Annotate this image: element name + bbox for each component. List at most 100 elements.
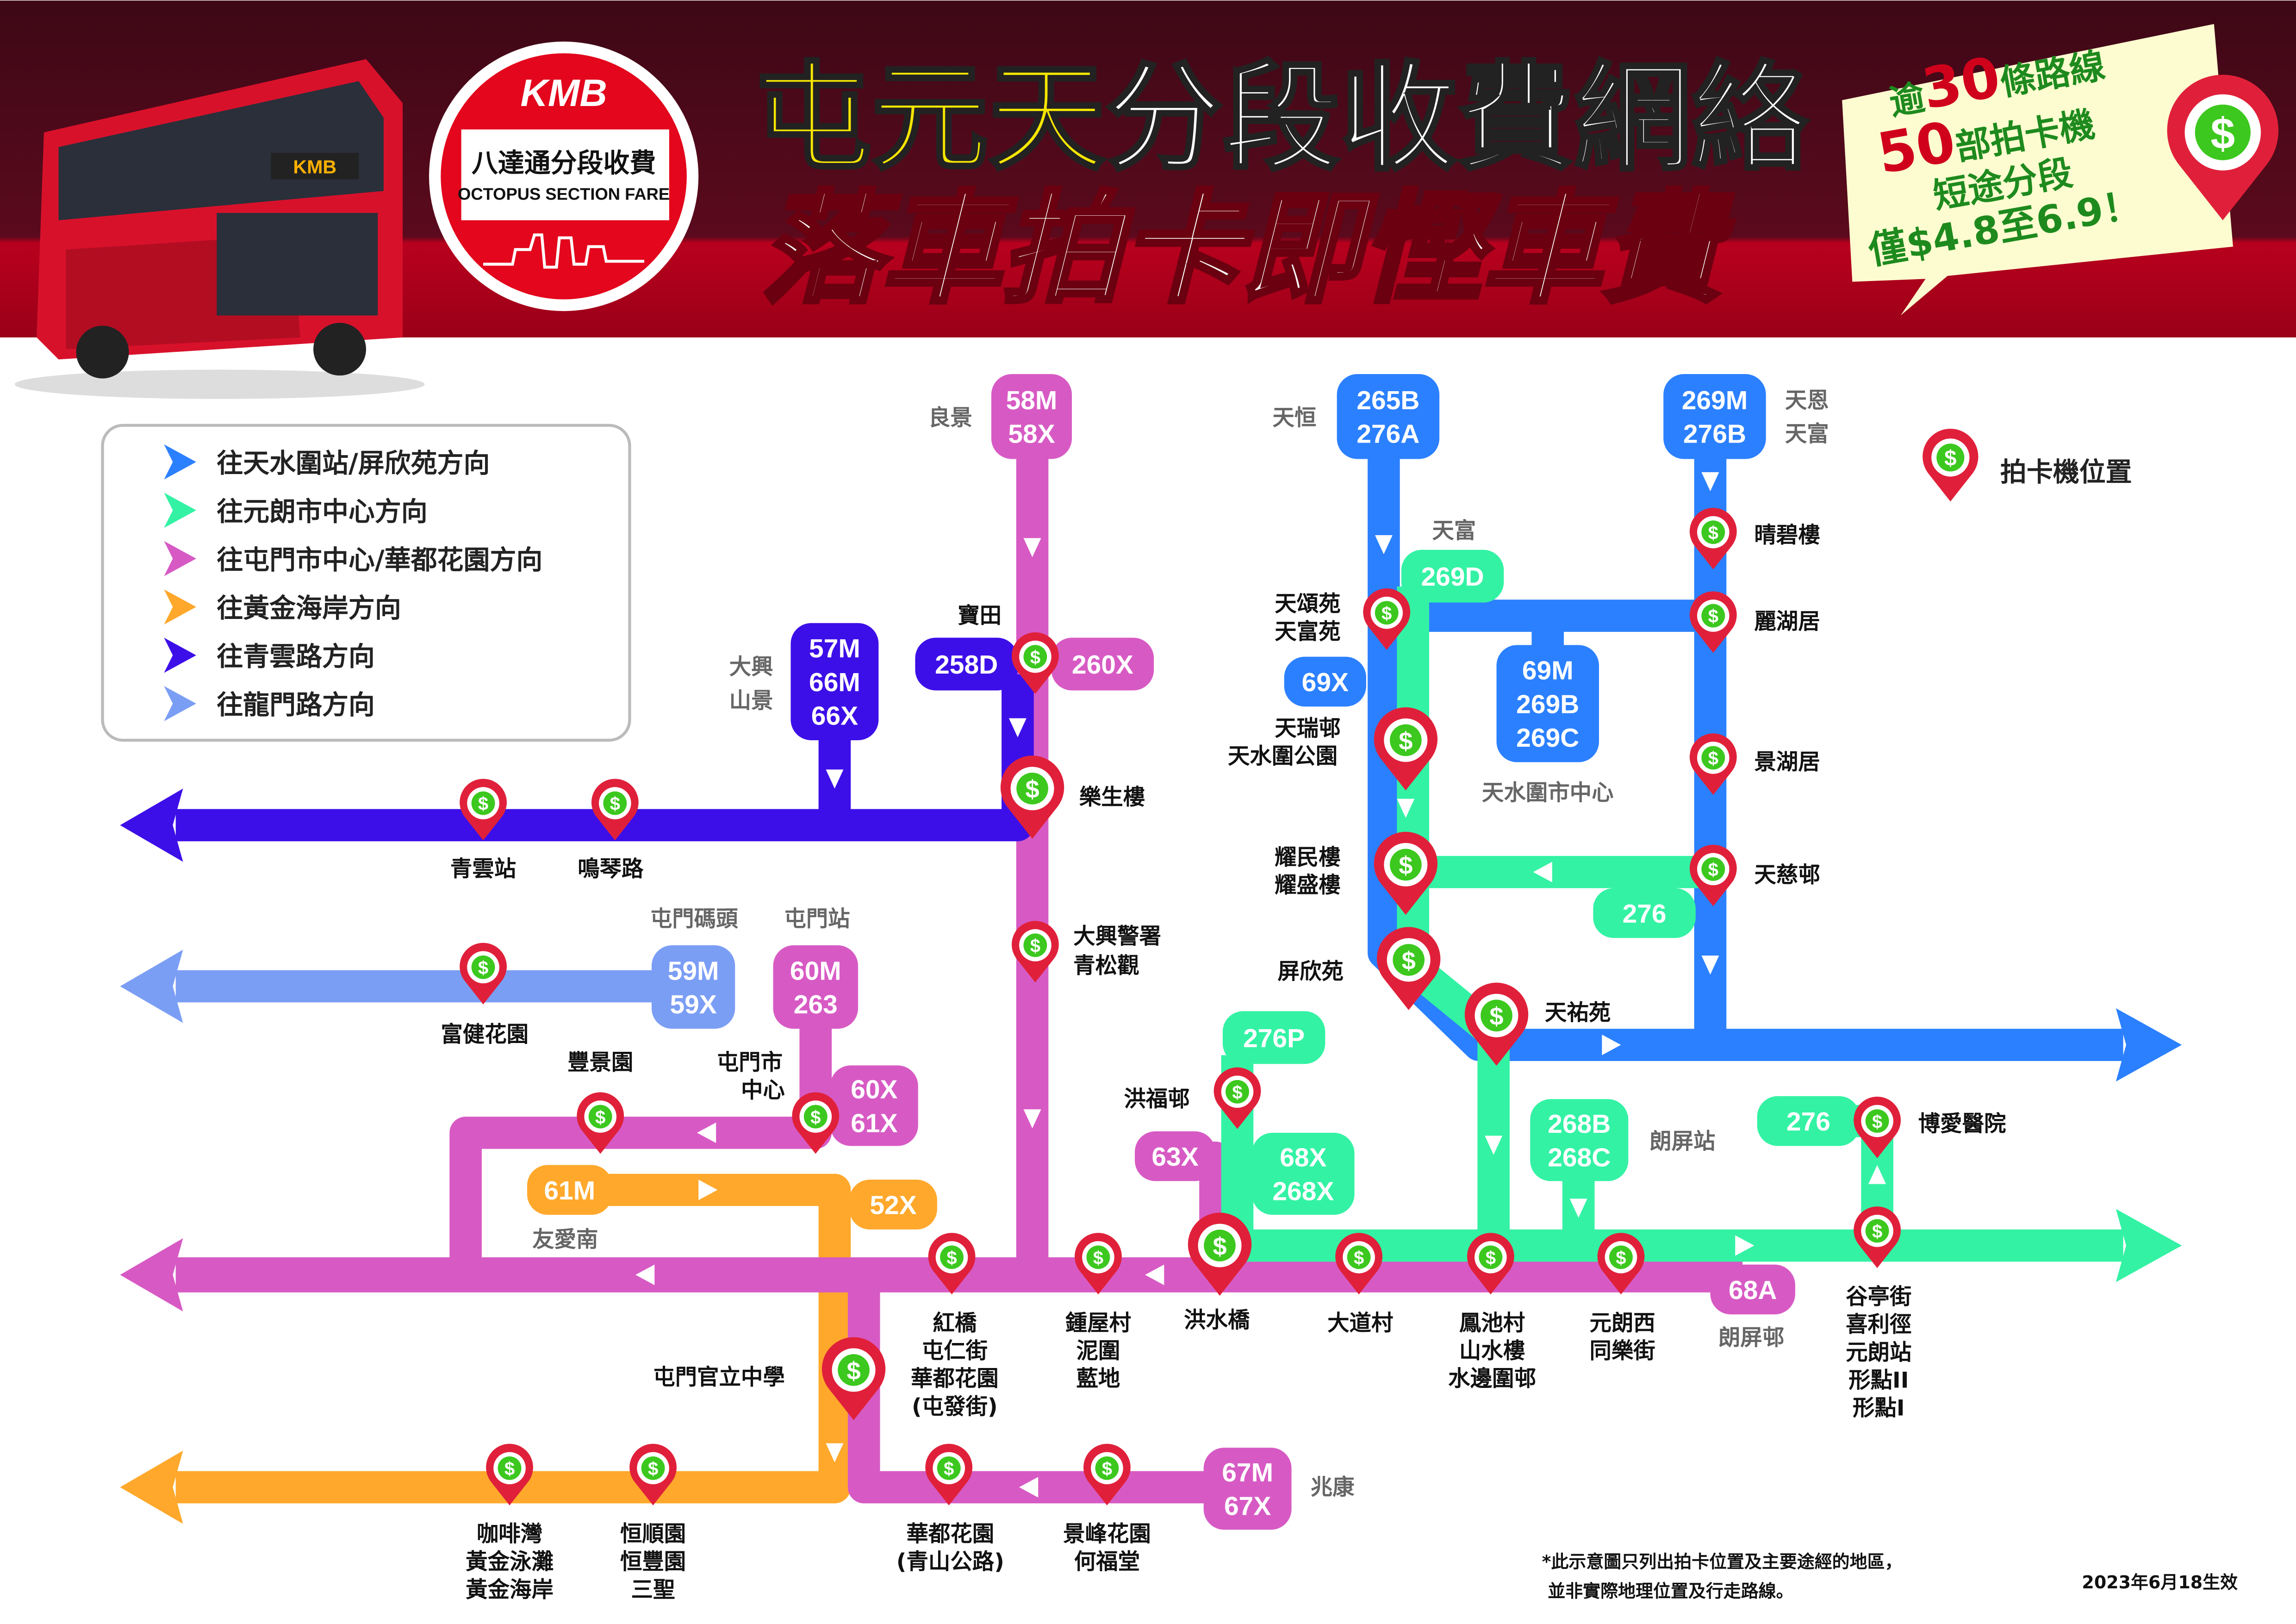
route-number: 276B: [1683, 419, 1746, 449]
station-label: 天慈邨: [1754, 862, 1820, 888]
route-badge-61m[interactable]: 61M: [527, 1165, 612, 1215]
route-badge-background: [1337, 374, 1440, 459]
line-end-arrows: [120, 788, 2182, 1524]
route-badge-background: [773, 945, 859, 1029]
station-label: 鍾屋村: [1065, 1311, 1131, 1336]
station-label: 華都花園: [911, 1366, 999, 1392]
direction-arrow-icon: [164, 444, 196, 480]
station-label: 寶田: [958, 603, 1002, 629]
route-badge-background: [1710, 1264, 1795, 1315]
station-label: 鳳池村: [1459, 1311, 1525, 1336]
tap-card-machine-pin-icon[interactable]: [1854, 1096, 1901, 1158]
bus-illustration: KMB: [14, 59, 425, 399]
route-badge-269d[interactable]: 269D: [1401, 550, 1504, 603]
route-badge-68a[interactable]: 68A: [1710, 1264, 1795, 1315]
station-label: 晴碧樓: [1754, 523, 1820, 548]
direction-down-icon: [1375, 535, 1393, 555]
header-banner: KMB KMB 八達通分段收費 OCTOPUS SECTION FARE 屯元天…: [0, 0, 2296, 399]
station-label: 大道村: [1327, 1311, 1393, 1336]
station-label: 洪福邨: [1124, 1087, 1189, 1112]
route-badges: 58M58X265B276A269M276B269D69M269B269C69X…: [527, 374, 1860, 1530]
tap-card-machine-pin-icon[interactable]: [1213, 1067, 1261, 1129]
station-label: 藍地: [1076, 1366, 1120, 1392]
direction-arrow-icon: [164, 589, 196, 625]
terminal-label: 朗屏邨: [1718, 1325, 1784, 1351]
route-badge-background: [1252, 1132, 1355, 1215]
station-label: 耀盛樓: [1275, 873, 1340, 898]
direction-down-icon: [1701, 956, 1719, 975]
route-badge-background: [849, 1180, 937, 1230]
route-badge-background: [1530, 1099, 1629, 1181]
pin-legend-label: 拍卡機位置: [2000, 457, 2132, 487]
terminal-label: 朗屏站: [1649, 1129, 1715, 1155]
route-number: 67X: [1224, 1492, 1271, 1521]
station-label: 恒順園: [620, 1522, 686, 1547]
station-label: 華都花園: [906, 1522, 994, 1547]
route-badge-276p[interactable]: 276P: [1222, 1011, 1325, 1064]
legend-label: 往黃金海岸方向: [217, 593, 401, 624]
route-number: 60X: [851, 1075, 897, 1105]
route-badge-276b[interactable]: 276: [1757, 1096, 1860, 1146]
route-number: 61X: [851, 1108, 897, 1138]
bus-destination-display: KMB: [293, 156, 336, 178]
pin-legend: 拍卡機位置: [1923, 429, 2132, 502]
terminal-label: 良景: [928, 406, 972, 431]
station-label: 喜利徑: [1846, 1312, 1911, 1337]
direction-down-icon: [1008, 718, 1027, 737]
page-subtitle: 落車拍卡即慳車費: [761, 180, 1735, 319]
route-number: 260X: [1072, 650, 1133, 680]
direction-arrow-icon: [164, 686, 196, 721]
direction-left-icon: [1533, 862, 1552, 882]
route-number: 269C: [1516, 723, 1579, 753]
route-badge-69x[interactable]: 69X: [1284, 656, 1366, 707]
route-badge-background: [1222, 1011, 1325, 1064]
route-badge-260[interactable]: 260X: [1051, 637, 1154, 691]
station-label: (屯發街): [912, 1394, 998, 1419]
route-number: 268X: [1272, 1176, 1334, 1206]
station-label: 天瑞邨: [1275, 716, 1340, 741]
station-label: 大興警署: [1073, 924, 1161, 949]
station-labels: 青雲站鳴琴路樂生樓大興警署青松觀富健花園豐景園屯門市中心洪福邨天頌苑天富苑天瑞邨…: [441, 388, 2006, 1603]
route-badge-52x[interactable]: 52X: [849, 1180, 937, 1230]
legend-label: 往元朗市中心方向: [217, 496, 427, 527]
promo-line-1: 逾30條路線: [1883, 26, 2109, 128]
station-label: 鳴琴路: [578, 856, 644, 882]
legend-box: [101, 424, 631, 742]
route-number: 52X: [870, 1190, 916, 1220]
route-badge-background: [1203, 1448, 1292, 1530]
direction-arrow-icon: [164, 637, 196, 673]
station-label: 天富苑: [1275, 619, 1340, 645]
route-badge-63x[interactable]: 63X: [1135, 1131, 1216, 1181]
route-badge-background: [915, 637, 1018, 691]
route-number: 269B: [1516, 689, 1579, 719]
station-label: 元朗站: [1846, 1340, 1911, 1365]
route-number: 58X: [1008, 419, 1055, 449]
terminal-label: 天恒: [1272, 406, 1316, 431]
direction-down-icon: [1485, 1136, 1503, 1155]
footnote-line-1: *此示意圖只列出拍卡位置及主要途經的地區，: [1542, 1552, 1903, 1572]
route-badge-background: [1135, 1131, 1216, 1181]
legend-label: 往龍門路方向: [217, 690, 375, 720]
route-badge-276a[interactable]: 276: [1593, 888, 1696, 938]
route-number: 59M: [668, 956, 719, 986]
direction-down-icon: [1397, 799, 1415, 818]
station-label: 谷亭街: [1846, 1284, 1911, 1310]
route-badge-background: [1284, 656, 1366, 707]
route-badge-258[interactable]: 258D: [915, 637, 1018, 691]
effective-date: 2023年6月18生效: [2082, 1572, 2238, 1593]
station-label: 黃金海岸: [466, 1577, 554, 1603]
direction-left-icon: [1145, 1264, 1164, 1285]
terminal-label: 天恩: [1785, 388, 1829, 413]
direction-right-icon: [698, 1180, 718, 1200]
